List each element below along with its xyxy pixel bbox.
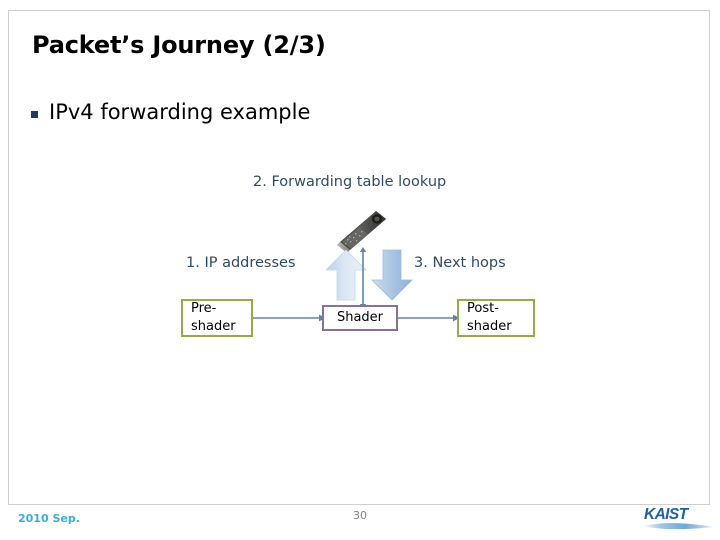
- bullet-item-label: IPv4 forwarding example: [49, 100, 311, 124]
- box-postshader-label: Post- shader: [467, 300, 512, 335]
- box-preshader[interactable]: Pre- shader: [181, 299, 253, 337]
- page-title: Packet’s Journey (2/3): [32, 31, 326, 59]
- box-shader-label: Shader: [336, 310, 384, 326]
- kaist-logo-icon: KAIST: [643, 506, 713, 530]
- box-postshader-line1: Post-: [467, 301, 499, 317]
- diagram-label-step1: 1. IP addresses: [186, 255, 296, 271]
- svg-text:KAIST: KAIST: [644, 506, 690, 523]
- box-preshader-label: Pre- shader: [191, 300, 236, 335]
- box-preshader-line1: Pre-: [191, 301, 217, 317]
- bullet-item: IPv4 forwarding example: [31, 100, 310, 124]
- connector-preshader-to-shader-icon: [252, 314, 326, 322]
- network-interface-card-icon: [337, 211, 386, 253]
- diagram-label-step3: 3. Next hops: [414, 255, 506, 271]
- down-block-arrow-icon: [371, 249, 413, 301]
- box-preshader-line2: shader: [191, 319, 236, 334]
- box-shader[interactable]: Shader: [322, 305, 398, 331]
- box-postshader[interactable]: Post- shader: [457, 299, 535, 337]
- diagram-label-step2: 2. Forwarding table lookup: [253, 174, 447, 190]
- square-bullet-icon: [31, 110, 38, 118]
- footer-date: 2010 Sep.: [18, 512, 80, 525]
- slide-page-number: 30: [353, 509, 367, 522]
- up-block-arrow-icon: [325, 249, 367, 301]
- connector-shader-to-postshader-icon: [396, 314, 460, 322]
- vertical-connector-arrow-icon: [359, 247, 367, 309]
- box-postshader-line2: shader: [467, 319, 512, 334]
